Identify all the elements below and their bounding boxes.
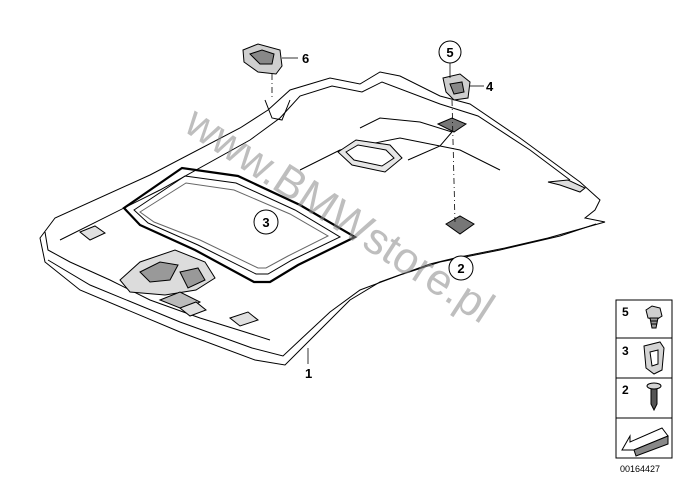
expanding-rivet-icon xyxy=(646,382,662,412)
mounting-pad-front xyxy=(436,117,468,133)
legend-item-clip-nut: 5 xyxy=(622,305,663,329)
svg-text:2: 2 xyxy=(622,383,629,397)
svg-text:5: 5 xyxy=(622,305,629,319)
grab-handle-recesses xyxy=(79,225,260,327)
document-number: 00164427 xyxy=(620,464,660,474)
svg-text:2: 2 xyxy=(457,261,464,276)
bracket-part-4 xyxy=(442,73,471,101)
callout-3: 3 xyxy=(253,209,279,235)
callout-4: 4 xyxy=(486,79,494,94)
clip-nut-icon xyxy=(645,305,663,329)
rear-reading-light-housing xyxy=(337,139,403,173)
svg-text:3: 3 xyxy=(262,215,269,230)
arrow-indicator-icon xyxy=(621,427,669,457)
callout-2: 2 xyxy=(448,255,474,281)
spring-clip-icon xyxy=(643,341,665,375)
legend-item-spring-clip: 3 xyxy=(622,341,665,375)
leader-lines xyxy=(271,57,484,364)
legend-panel: 5 3 2 xyxy=(615,299,673,459)
svg-text:3: 3 xyxy=(622,344,629,358)
svg-text:5: 5 xyxy=(446,45,453,60)
callout-6: 6 xyxy=(302,51,309,66)
sunroof-frame-part-3 xyxy=(122,166,358,284)
bracket-part-6 xyxy=(242,43,283,75)
legend-item-expanding-rivet: 2 xyxy=(622,382,662,412)
callout-1: 1 xyxy=(305,366,312,381)
callout-5: 5 xyxy=(438,40,462,64)
mounting-pad-rear xyxy=(445,215,475,235)
